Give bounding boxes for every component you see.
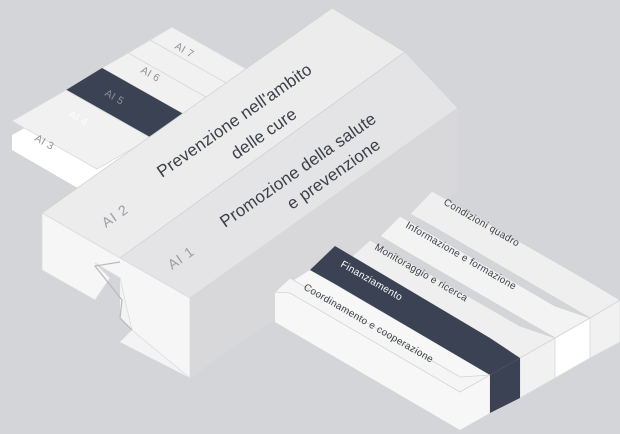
left-stack-slat-ai4: [66, 68, 187, 138]
main-block-front-side: [190, 108, 458, 378]
main-block: [41, 7, 459, 379]
right-stack: [274, 190, 620, 430]
main-block-end-face-front: [41, 212, 191, 379]
right-stack-slat-coordinamento: [274, 277, 491, 393]
right-stack-finanziamento-side: [490, 358, 520, 413]
right-stack-slat-finanziamento: [310, 246, 520, 375]
main-block-notch: [93, 261, 133, 331]
